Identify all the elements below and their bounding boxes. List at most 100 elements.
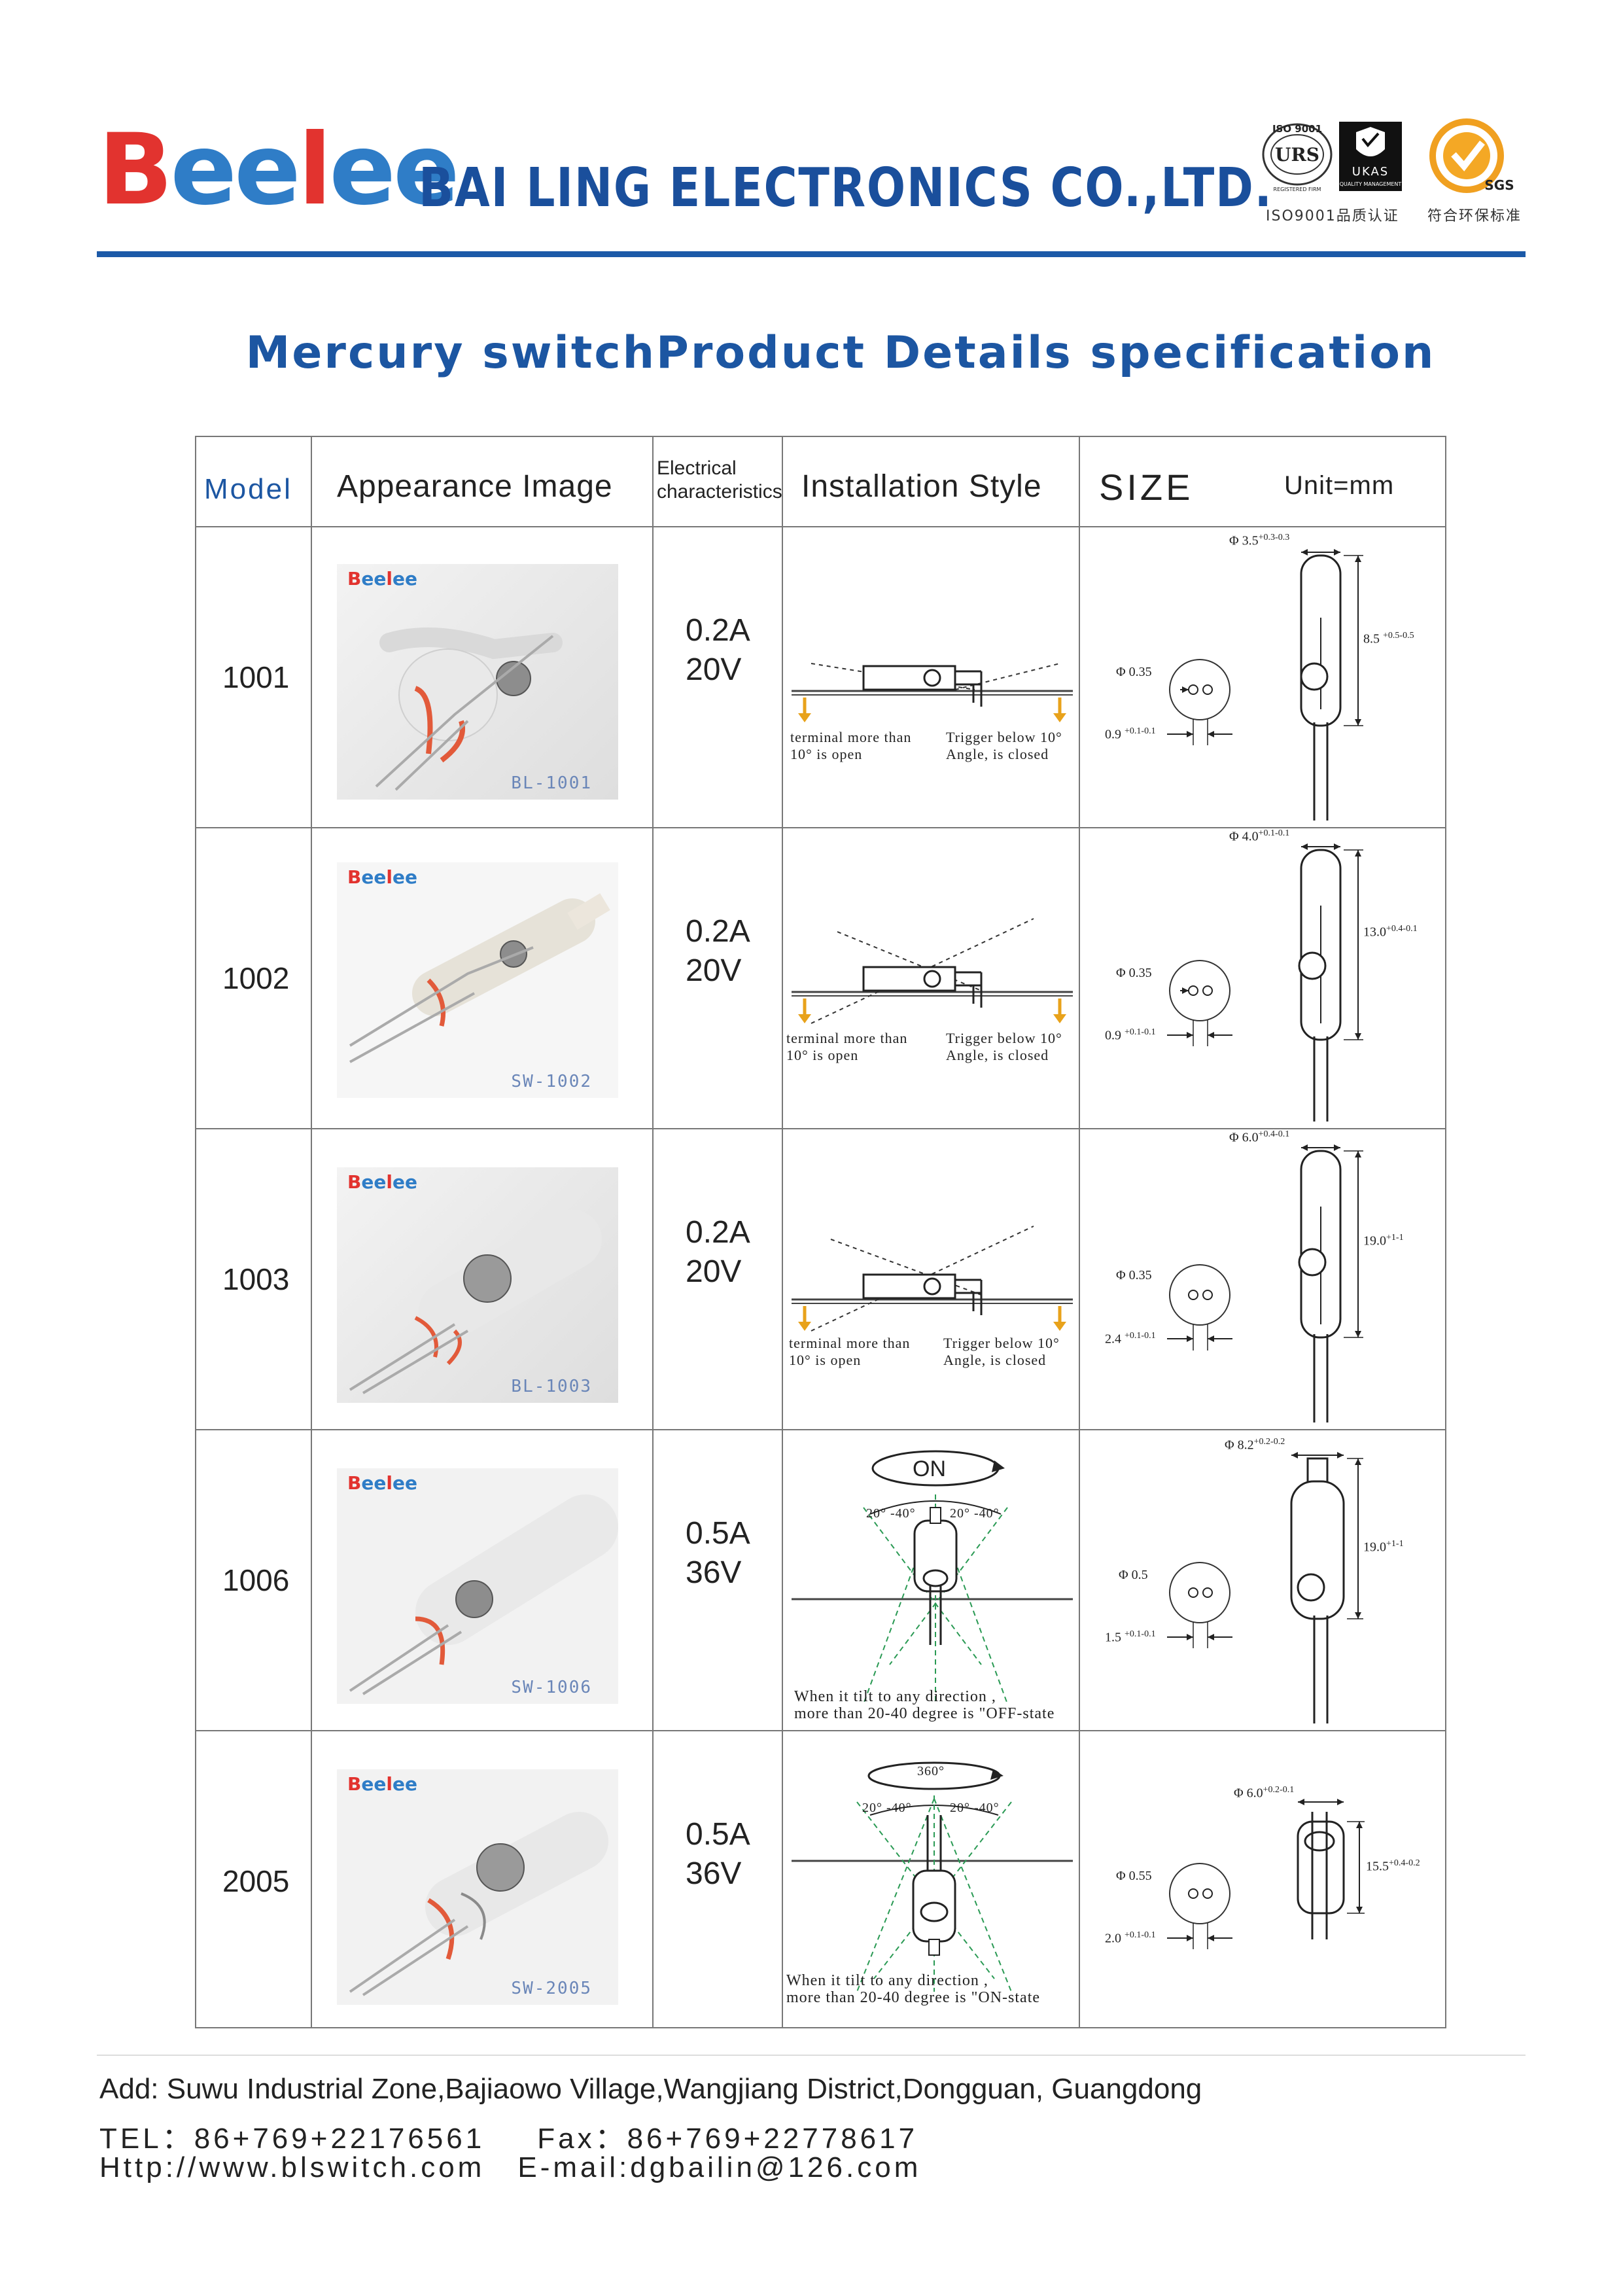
photo-brand: Beelee bbox=[347, 1773, 417, 1795]
pin-pitch-dim: 1.5 +0.1-0.1 bbox=[1105, 1629, 1156, 1645]
header-electrical: Electrical characteristics bbox=[657, 457, 782, 503]
photo-code: SW-1006 bbox=[511, 1678, 592, 1697]
photo-code: BL-1003 bbox=[511, 1377, 592, 1396]
current-rating: 0.2A bbox=[686, 613, 750, 648]
pin-dia-dim: Φ 0.55 bbox=[1116, 1869, 1152, 1883]
footer-email[interactable]: E-mail:dgbailin@126.com bbox=[517, 2151, 922, 2183]
size-drawing: Φ 4.0+0.1-0.1 13.0+0.4-0.1 Φ 0.35 0.9 +0… bbox=[1082, 827, 1446, 1128]
size-drawing: Φ 6.0+0.2-0.1 15.5+0.4-0.2 Φ 0.55 2.0 +0… bbox=[1082, 1730, 1446, 2031]
svg-text:SGS: SGS bbox=[1484, 177, 1514, 193]
electrical-spec: 0.5A 36V bbox=[686, 1815, 750, 1894]
footer-fax: Fax：86+769+22778617 bbox=[537, 2123, 918, 2155]
header-model: Model bbox=[204, 473, 292, 505]
electrical-spec: 0.5A 36V bbox=[686, 1514, 750, 1593]
length-dim: 15.5+0.4-0.2 bbox=[1366, 1858, 1420, 1874]
pin-pitch-dim: 0.9 +0.1-0.1 bbox=[1105, 1027, 1156, 1043]
voltage-rating: 36V bbox=[686, 1856, 742, 1891]
pin-pitch-dim: 2.0 +0.1-0.1 bbox=[1105, 1930, 1156, 1946]
product-photo: Beelee SW-1002 bbox=[337, 862, 618, 1098]
pin-pitch-dim: 2.4 +0.1-0.1 bbox=[1105, 1331, 1156, 1347]
sgs-certification-badge: SGS bbox=[1426, 116, 1518, 202]
pin-dia-dim: Φ 0.35 bbox=[1116, 1268, 1152, 1282]
footer-contact-phone: TEL：86+769+22176561 Fax：86+769+22778617 bbox=[99, 2115, 918, 2157]
current-rating: 0.2A bbox=[686, 1215, 750, 1250]
photo-code: BL-1001 bbox=[511, 773, 592, 793]
header-size: SIZE bbox=[1099, 467, 1194, 508]
pin-dia-dim: Φ 0.5 bbox=[1119, 1568, 1148, 1582]
diameter-dim: Φ 6.0+0.4-0.1 bbox=[1229, 1129, 1290, 1145]
footer-tel: TEL：86+769+22176561 bbox=[99, 2123, 485, 2155]
header-unit: Unit=mm bbox=[1284, 471, 1395, 500]
rotation-label: 360° bbox=[917, 1764, 945, 1778]
note-open: terminal more than 10° is open bbox=[790, 729, 912, 762]
photo-brand: Beelee bbox=[347, 568, 417, 590]
installation-diagram: terminal more than 10° is open Trigger b… bbox=[785, 827, 1081, 1128]
note-closed: Trigger below 10° Angle, is closed bbox=[946, 1030, 1062, 1063]
voltage-rating: 20V bbox=[686, 652, 742, 687]
electrical-spec: 0.2A 20V bbox=[686, 1213, 750, 1292]
model-number: 1006 bbox=[222, 1563, 290, 1597]
diameter-dim: Φ 3.5+0.3-0.3 bbox=[1229, 533, 1290, 548]
current-rating: 0.2A bbox=[686, 914, 750, 949]
length-dim: 19.0+1-1 bbox=[1363, 1233, 1404, 1248]
diameter-dim: Φ 4.0+0.1-0.1 bbox=[1229, 828, 1290, 844]
current-rating: 0.5A bbox=[686, 1516, 750, 1551]
footer-website[interactable]: Http://www.blswitch.com bbox=[99, 2151, 485, 2183]
electrical-spec: 0.2A 20V bbox=[686, 611, 750, 690]
footer-contact-web: Http://www.blswitch.com E-mail:dgbailin@1… bbox=[99, 2151, 921, 2184]
header-appearance: Appearance Image bbox=[337, 469, 613, 504]
iso-caption: ISO9001品质认证 bbox=[1266, 208, 1399, 224]
note-open: terminal more than 10° is open bbox=[786, 1030, 908, 1063]
iso-certification-badge: ISO 9001 URS REGISTERED FIRM UKAS QUALIT… bbox=[1259, 118, 1410, 200]
spec-table: Model Appearance Image Electrical charac… bbox=[195, 436, 1446, 2028]
company-name: BAI LING ELECTRONICS CO.,LTD. bbox=[419, 157, 1273, 219]
rotation-label: ON bbox=[913, 1457, 946, 1481]
photo-code: SW-1002 bbox=[511, 1072, 592, 1091]
size-drawing: Φ 6.0+0.4-0.1 19.0+1-1 Φ 0.35 2.4 +0.1-0… bbox=[1082, 1128, 1446, 1429]
brand-logo: Beelee bbox=[98, 113, 460, 227]
footer-address: Add: Suwu Industrial Zone,Bajiaowo Villa… bbox=[99, 2073, 1202, 2105]
svg-text:URS: URS bbox=[1275, 144, 1319, 166]
current-rating: 0.5A bbox=[686, 1817, 750, 1852]
svg-text:UKAS: UKAS bbox=[1352, 165, 1389, 179]
svg-text:ISO 9001: ISO 9001 bbox=[1272, 123, 1322, 135]
length-dim: 19.0+1-1 bbox=[1363, 1539, 1404, 1555]
photo-brand: Beelee bbox=[347, 1171, 417, 1193]
angle-right: 20° -40° bbox=[950, 1506, 1000, 1521]
header-installation: Installation Style bbox=[801, 469, 1042, 504]
voltage-rating: 20V bbox=[686, 1254, 742, 1289]
photo-code: SW-2005 bbox=[511, 1979, 592, 1998]
model-number: 2005 bbox=[222, 1864, 290, 1898]
pin-dia-dim: Φ 0.35 bbox=[1116, 665, 1152, 679]
sgs-caption: 符合环保标准 bbox=[1427, 208, 1522, 224]
photo-brand: Beelee bbox=[347, 866, 417, 888]
note-open: terminal more than 10° is open bbox=[789, 1335, 911, 1368]
product-photo: Beelee BL-1003 bbox=[337, 1167, 618, 1403]
diameter-dim: Φ 6.0+0.2-0.1 bbox=[1234, 1785, 1295, 1801]
product-photo: Beelee BL-1001 bbox=[337, 564, 618, 800]
pin-pitch-dim: 0.9 +0.1-0.1 bbox=[1105, 726, 1156, 742]
product-photo: Beelee SW-2005 bbox=[337, 1769, 618, 2005]
model-number: 1003 bbox=[222, 1262, 290, 1296]
photo-brand: Beelee bbox=[347, 1472, 417, 1494]
note-closed: Trigger below 10° Angle, is closed bbox=[946, 729, 1062, 762]
angle-left: 20° -40° bbox=[866, 1506, 916, 1521]
svg-text:REGISTERED FIRM: REGISTERED FIRM bbox=[1274, 186, 1321, 192]
electrical-spec: 0.2A 20V bbox=[686, 912, 750, 991]
note-closed: Trigger below 10° Angle, is closed bbox=[943, 1335, 1060, 1368]
diameter-dim: Φ 8.2+0.2-0.2 bbox=[1225, 1437, 1285, 1453]
voltage-rating: 20V bbox=[686, 953, 742, 988]
angle-right: 20° -40° bbox=[950, 1801, 1000, 1815]
model-number: 1002 bbox=[222, 961, 290, 995]
length-dim: 8.5 +0.5-0.5 bbox=[1363, 631, 1414, 646]
model-number: 1001 bbox=[222, 660, 290, 694]
footer-divider bbox=[97, 2055, 1526, 2056]
pin-dia-dim: Φ 0.35 bbox=[1116, 966, 1152, 980]
svg-text:QUALITY MANAGEMENT: QUALITY MANAGEMENT bbox=[1340, 181, 1402, 187]
voltage-rating: 36V bbox=[686, 1555, 742, 1590]
tilt-note: When it tilt to any direction , more tha… bbox=[794, 1688, 1055, 1722]
size-drawing: Φ 3.5+0.3-0.3 8.5 +0.5-0.5 Φ 0.35 0.9 +0… bbox=[1082, 526, 1446, 827]
product-photo: Beelee SW-1006 bbox=[337, 1468, 618, 1704]
angle-left: 20° -40° bbox=[862, 1801, 912, 1815]
installation-diagram: terminal more than 10° is open Trigger b… bbox=[785, 526, 1081, 827]
